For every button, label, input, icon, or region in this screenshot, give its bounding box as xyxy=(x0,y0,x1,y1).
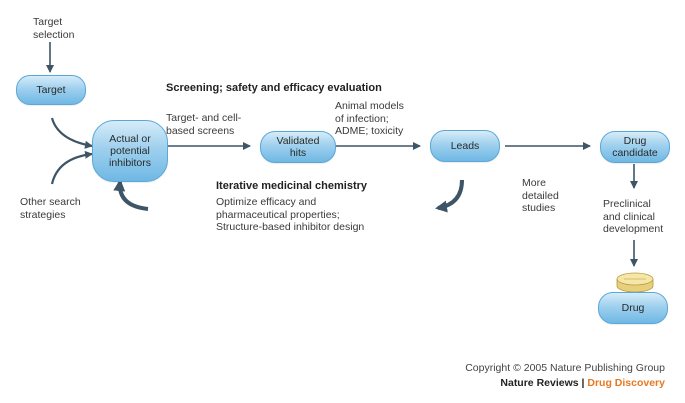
arrow-loop-to-inhibitors xyxy=(113,179,149,211)
screens-line-2: based screens xyxy=(166,124,235,137)
preclinical-line-2: and clinical xyxy=(603,210,655,223)
arrow-leads-to-iterative xyxy=(435,179,464,213)
node-target: Target xyxy=(16,75,86,105)
node-inhibitors-line-3: inhibitors xyxy=(108,157,152,169)
screens-label: Target- and cell- based screens xyxy=(166,112,241,137)
copyright-text: Copyright © 2005 Nature Publishing Group xyxy=(465,362,665,374)
animal-models-line-2: of infection; xyxy=(335,112,389,125)
other-search-line-1: Other search xyxy=(20,196,81,208)
animal-models-label: Animal models of infection; ADME; toxici… xyxy=(335,100,404,138)
target-selection-line-2: selection xyxy=(33,28,75,41)
preclinical-line-3: development xyxy=(603,223,664,235)
screens-line-1: Target- and cell- xyxy=(166,112,242,124)
target-selection-label: Target selection xyxy=(33,16,74,41)
iterative-title: Iterative medicinal chemistry xyxy=(216,180,368,192)
journal-name: Nature Reviews xyxy=(500,377,579,389)
node-validated-line-2: hits xyxy=(289,147,307,159)
other-search-line-2: strategies xyxy=(20,208,66,221)
iterative-desc: Optimize efficacy and pharmaceutical pro… xyxy=(216,196,364,234)
journal-separator: | xyxy=(578,377,588,389)
node-target-label: Target xyxy=(36,84,66,96)
more-detailed-line-3: studies xyxy=(522,202,556,214)
more-detailed-line-2: detailed xyxy=(522,189,559,202)
node-validated-line-1: Validated xyxy=(276,135,320,147)
node-candidate-line-1: Drug xyxy=(623,135,647,147)
other-search-label: Other search strategies xyxy=(20,196,81,221)
iterative-line-3: Structure-based inhibitor design xyxy=(216,221,365,233)
more-detailed-line-1: More xyxy=(522,177,546,189)
iterative-line-1: Optimize efficacy and xyxy=(216,196,317,208)
more-detailed-label: More detailed studies xyxy=(522,177,559,215)
node-inhibitors-line-1: Actual or xyxy=(109,133,151,145)
journal-credit: Nature Reviews | Drug Discovery xyxy=(500,377,665,389)
node-inhibitors-line-2: potential xyxy=(110,145,150,157)
target-selection-line-1: Target xyxy=(33,16,63,28)
animal-models-line-3: ADME; toxicity xyxy=(335,125,404,137)
iterative-line-2: pharmaceutical properties; xyxy=(216,208,340,221)
node-inhibitors: Actual or potential inhibitors xyxy=(92,120,168,182)
preclinical-label: Preclinical and clinical development xyxy=(603,198,663,236)
node-drug-label: Drug xyxy=(621,302,645,314)
node-candidate-line-2: candidate xyxy=(612,147,658,159)
node-drug: Drug xyxy=(598,292,668,324)
preclinical-line-1: Preclinical xyxy=(603,198,651,210)
animal-models-line-1: Animal models xyxy=(335,100,404,112)
arrow-target-to-inhibitors xyxy=(50,117,93,149)
arrow-other-to-inhibitors xyxy=(50,150,93,185)
node-validated-hits: Validated hits xyxy=(260,131,336,163)
node-leads: Leads xyxy=(430,130,500,162)
node-leads-label: Leads xyxy=(450,140,480,152)
pill-icon xyxy=(616,272,654,293)
node-drug-candidate: Drug candidate xyxy=(600,131,670,163)
screening-title: Screening; safety and efficacy evaluatio… xyxy=(166,82,382,94)
journal-section: Drug Discovery xyxy=(587,377,665,389)
